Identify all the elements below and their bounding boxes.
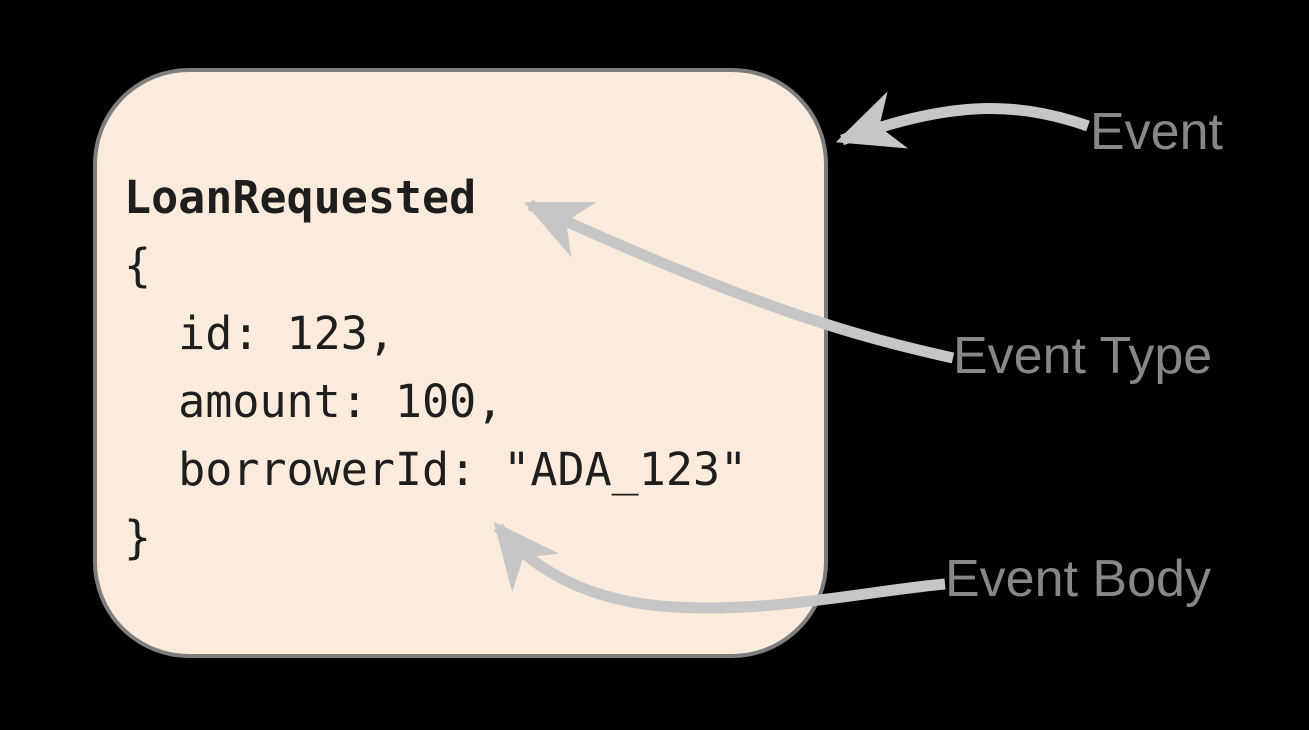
event-code-block: LoanRequested { id: 123, amount: 100, bo… xyxy=(124,164,747,572)
event-arrow xyxy=(835,91,1090,149)
event-body-line: amount: 100, xyxy=(124,375,504,428)
event-body-line: } xyxy=(124,511,152,564)
event-body-line: id: 123, xyxy=(124,307,395,360)
label-event-type: Event Type xyxy=(953,327,1213,385)
event-card: LoanRequested { id: 123, amount: 100, bo… xyxy=(93,68,828,658)
event-body-arrow xyxy=(493,521,946,614)
event-type-arrow xyxy=(523,199,955,364)
label-event-body: Event Body xyxy=(945,550,1211,608)
event-body-line: { xyxy=(124,239,152,292)
event-body-line: borrowerId: "ADA_123" xyxy=(124,443,748,496)
label-event: Event xyxy=(1090,103,1223,161)
event-type-text: LoanRequested xyxy=(124,171,477,224)
